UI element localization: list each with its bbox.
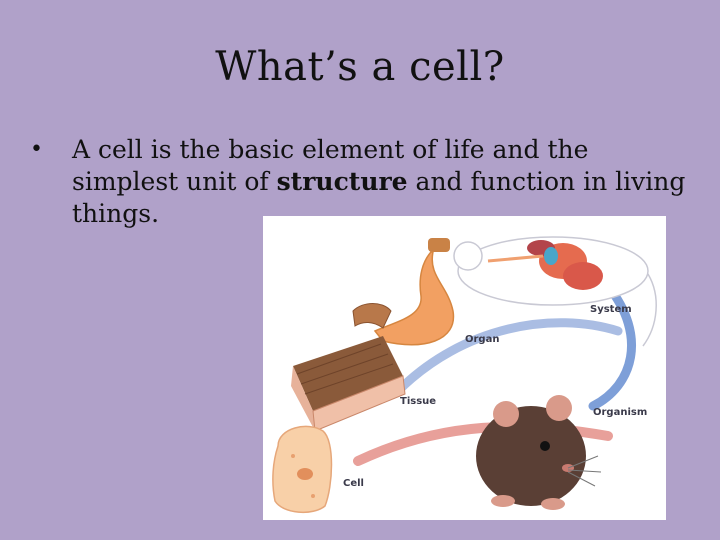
organization-diagram: System Organ Tissue Organism Cell: [272, 236, 657, 513]
system-to-organism-arrow: [588, 281, 636, 411]
tissue-to-organ-arrow: [393, 318, 623, 396]
cell-icon: [272, 425, 333, 513]
label-organ: Organ: [465, 334, 499, 345]
slide-title: What’s a cell?: [215, 44, 505, 90]
mouse-organism-icon: [476, 395, 602, 510]
label-organism: Organism: [593, 407, 647, 418]
bullet-marker: •: [30, 137, 43, 162]
label-system: System: [590, 304, 632, 315]
label-tissue: Tissue: [400, 396, 436, 407]
bullet-bold-term: structure: [276, 167, 408, 196]
stomach-icon: [352, 238, 455, 346]
biological-organization-figure: System Organ Tissue Organism Cell: [263, 216, 666, 520]
mouse-outline-icon: [453, 236, 657, 347]
bullet-text-end: and function in living things.: [72, 167, 686, 228]
label-cell: Cell: [343, 478, 364, 489]
bullet-text-start: A cell is the basic element of life and …: [72, 135, 589, 196]
bullet-text: A cell is the basic element of life and …: [72, 134, 700, 230]
tissue-icon: [291, 336, 406, 432]
